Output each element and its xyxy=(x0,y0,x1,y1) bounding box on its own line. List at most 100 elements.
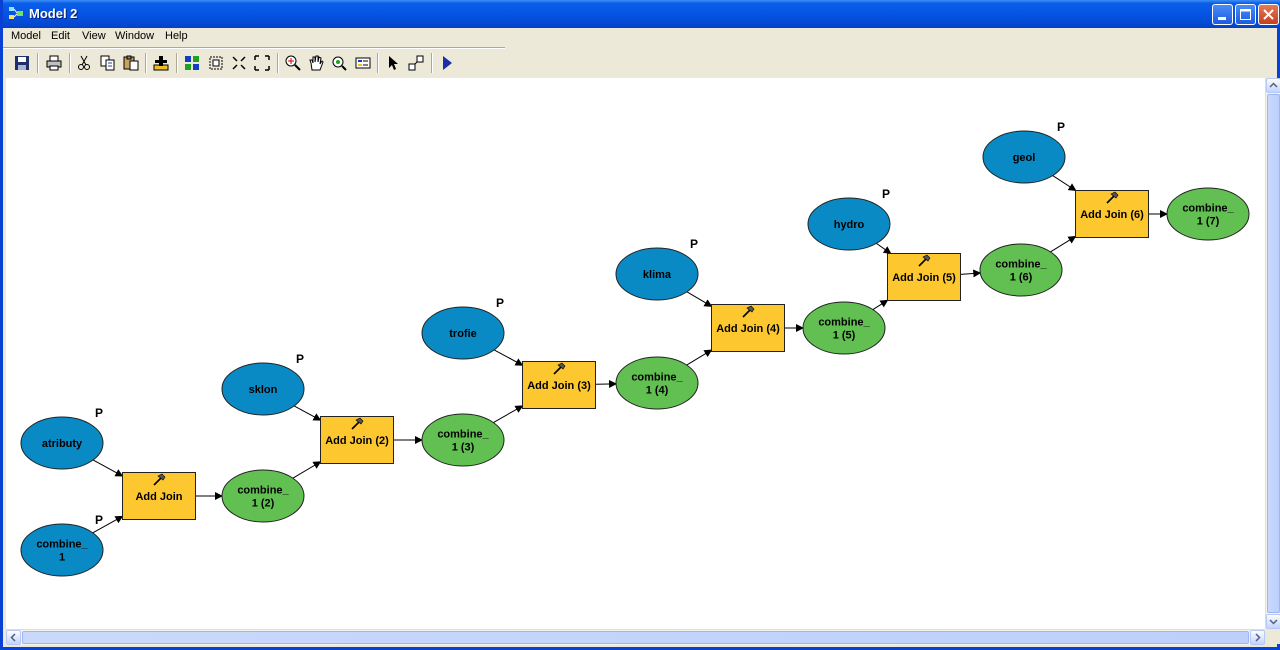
tool-aj2[interactable]: Add Join (2) xyxy=(320,416,394,464)
run-button[interactable] xyxy=(436,52,458,74)
tool-aj5[interactable]: Add Join (5) xyxy=(887,253,961,301)
maximize-icon xyxy=(1240,9,1251,20)
fit-in-button[interactable] xyxy=(228,52,250,74)
tool-aj4-label: Add Join (4) xyxy=(716,323,780,335)
connector-arrow[interactable] xyxy=(1050,235,1077,253)
input-data-klima-shape xyxy=(615,247,699,301)
cut-button[interactable] xyxy=(73,52,95,74)
derived-data-c6[interactable]: combine_1 (6) xyxy=(979,243,1063,297)
menu-window[interactable]: Window xyxy=(115,30,155,42)
derived-data-c7[interactable]: combine_1 (7) xyxy=(1166,187,1250,241)
derived-data-c2[interactable]: combine_1 (2) xyxy=(221,469,305,523)
select-frame-button[interactable] xyxy=(205,52,227,74)
toolbar-separator xyxy=(145,53,147,73)
title-bar[interactable]: Model 2 xyxy=(3,0,1280,28)
connector-arrow[interactable] xyxy=(686,291,713,307)
menu-bar: Model Edit View Window Help xyxy=(3,28,1277,47)
derived-data-c6-shape xyxy=(979,243,1063,297)
connector-arrow[interactable] xyxy=(960,269,982,278)
select-button[interactable] xyxy=(382,52,404,74)
vertical-scroll-thumb[interactable] xyxy=(1267,94,1280,613)
input-data-sklon-label: sklon xyxy=(249,384,278,396)
copy-button[interactable] xyxy=(97,52,119,74)
pan-hand-icon xyxy=(309,55,324,71)
connector-arrow[interactable] xyxy=(92,459,124,477)
save-button[interactable] xyxy=(11,52,33,74)
tool-aj6-shape xyxy=(1075,190,1149,238)
derived-data-c2-label: combine_ xyxy=(237,485,289,497)
save-icon xyxy=(15,56,29,70)
toolbar-separator xyxy=(431,53,433,73)
derived-data-c7-label: combine_ xyxy=(1182,203,1234,215)
connector-arrow[interactable] xyxy=(293,405,322,421)
input-data-hydro-label: hydro xyxy=(834,219,865,231)
tool-aj6[interactable]: Add Join (6) xyxy=(1075,190,1149,238)
scroll-up-button[interactable] xyxy=(1266,78,1280,93)
scroll-down-button[interactable] xyxy=(1266,614,1280,629)
tool-aj1[interactable]: Add Join xyxy=(122,472,196,520)
menu-model[interactable]: Model xyxy=(11,30,41,42)
toolbar xyxy=(3,49,1277,77)
menu-edit[interactable]: Edit xyxy=(51,30,70,42)
derived-data-c4-shape xyxy=(615,356,699,410)
grid-view-button[interactable] xyxy=(181,52,203,74)
input-data-combine1[interactable]: combine_1P xyxy=(20,513,104,577)
scroll-left-button[interactable] xyxy=(6,630,21,645)
connect-button[interactable] xyxy=(405,52,427,74)
legend-button[interactable] xyxy=(352,52,374,74)
connector-arrow[interactable] xyxy=(292,461,322,479)
window-title: Model 2 xyxy=(29,6,78,21)
add-data-button[interactable] xyxy=(150,52,172,74)
fit-out-button[interactable] xyxy=(251,52,273,74)
pan-button[interactable] xyxy=(305,52,327,74)
connector-arrow[interactable] xyxy=(1052,175,1077,192)
add-data-icon xyxy=(153,56,169,71)
parameter-marker: P xyxy=(496,296,504,310)
derived-data-c5[interactable]: combine_1 (5) xyxy=(802,301,886,355)
zoom-full-button[interactable] xyxy=(328,52,350,74)
parameter-marker: P xyxy=(1057,120,1065,134)
maximize-button[interactable] xyxy=(1235,4,1256,25)
tool-aj3[interactable]: Add Join (3) xyxy=(522,361,596,409)
vertical-scrollbar[interactable] xyxy=(1265,78,1280,629)
derived-data-c5-label: 1 (5) xyxy=(833,330,856,342)
scroll-right-button[interactable] xyxy=(1250,630,1265,645)
input-data-atributy-label: atributy xyxy=(42,438,83,450)
zoom-in-button[interactable] xyxy=(282,52,304,74)
toolbar-separator xyxy=(277,53,279,73)
copy-icon xyxy=(100,55,115,71)
input-data-combine1-label: 1 xyxy=(59,552,65,564)
horizontal-scrollbar[interactable] xyxy=(6,629,1265,645)
connector-arrow[interactable] xyxy=(686,349,713,366)
legend-icon xyxy=(355,57,371,69)
horizontal-scroll-thumb[interactable] xyxy=(22,631,1249,644)
hammer-icon xyxy=(553,362,566,375)
connector-arrow[interactable] xyxy=(876,242,892,255)
print-button[interactable] xyxy=(43,52,65,74)
model-diagram: atributyPcombine_1PsklonPtrofiePklimaPhy… xyxy=(20,120,1250,577)
menu-help[interactable]: Help xyxy=(165,30,188,42)
paste-button[interactable] xyxy=(120,52,142,74)
input-data-combine1-label: combine_ xyxy=(36,539,88,551)
menu-view[interactable]: View xyxy=(82,30,106,42)
connector-arrow[interactable] xyxy=(493,349,524,366)
connector-arrow[interactable] xyxy=(493,405,524,424)
connector-arrow[interactable] xyxy=(92,515,124,534)
derived-data-c3[interactable]: combine_1 (3) xyxy=(421,413,505,467)
tool-aj4[interactable]: Add Join (4) xyxy=(711,304,785,352)
input-data-atributy-shape xyxy=(20,416,104,470)
derived-data-c4[interactable]: combine_1 (4) xyxy=(615,356,699,410)
zoom-in-icon xyxy=(285,55,301,71)
close-button[interactable] xyxy=(1258,4,1279,25)
connector-arrow[interactable] xyxy=(872,299,889,310)
chevron-down-icon xyxy=(1269,619,1278,625)
minimize-button[interactable] xyxy=(1212,4,1233,25)
